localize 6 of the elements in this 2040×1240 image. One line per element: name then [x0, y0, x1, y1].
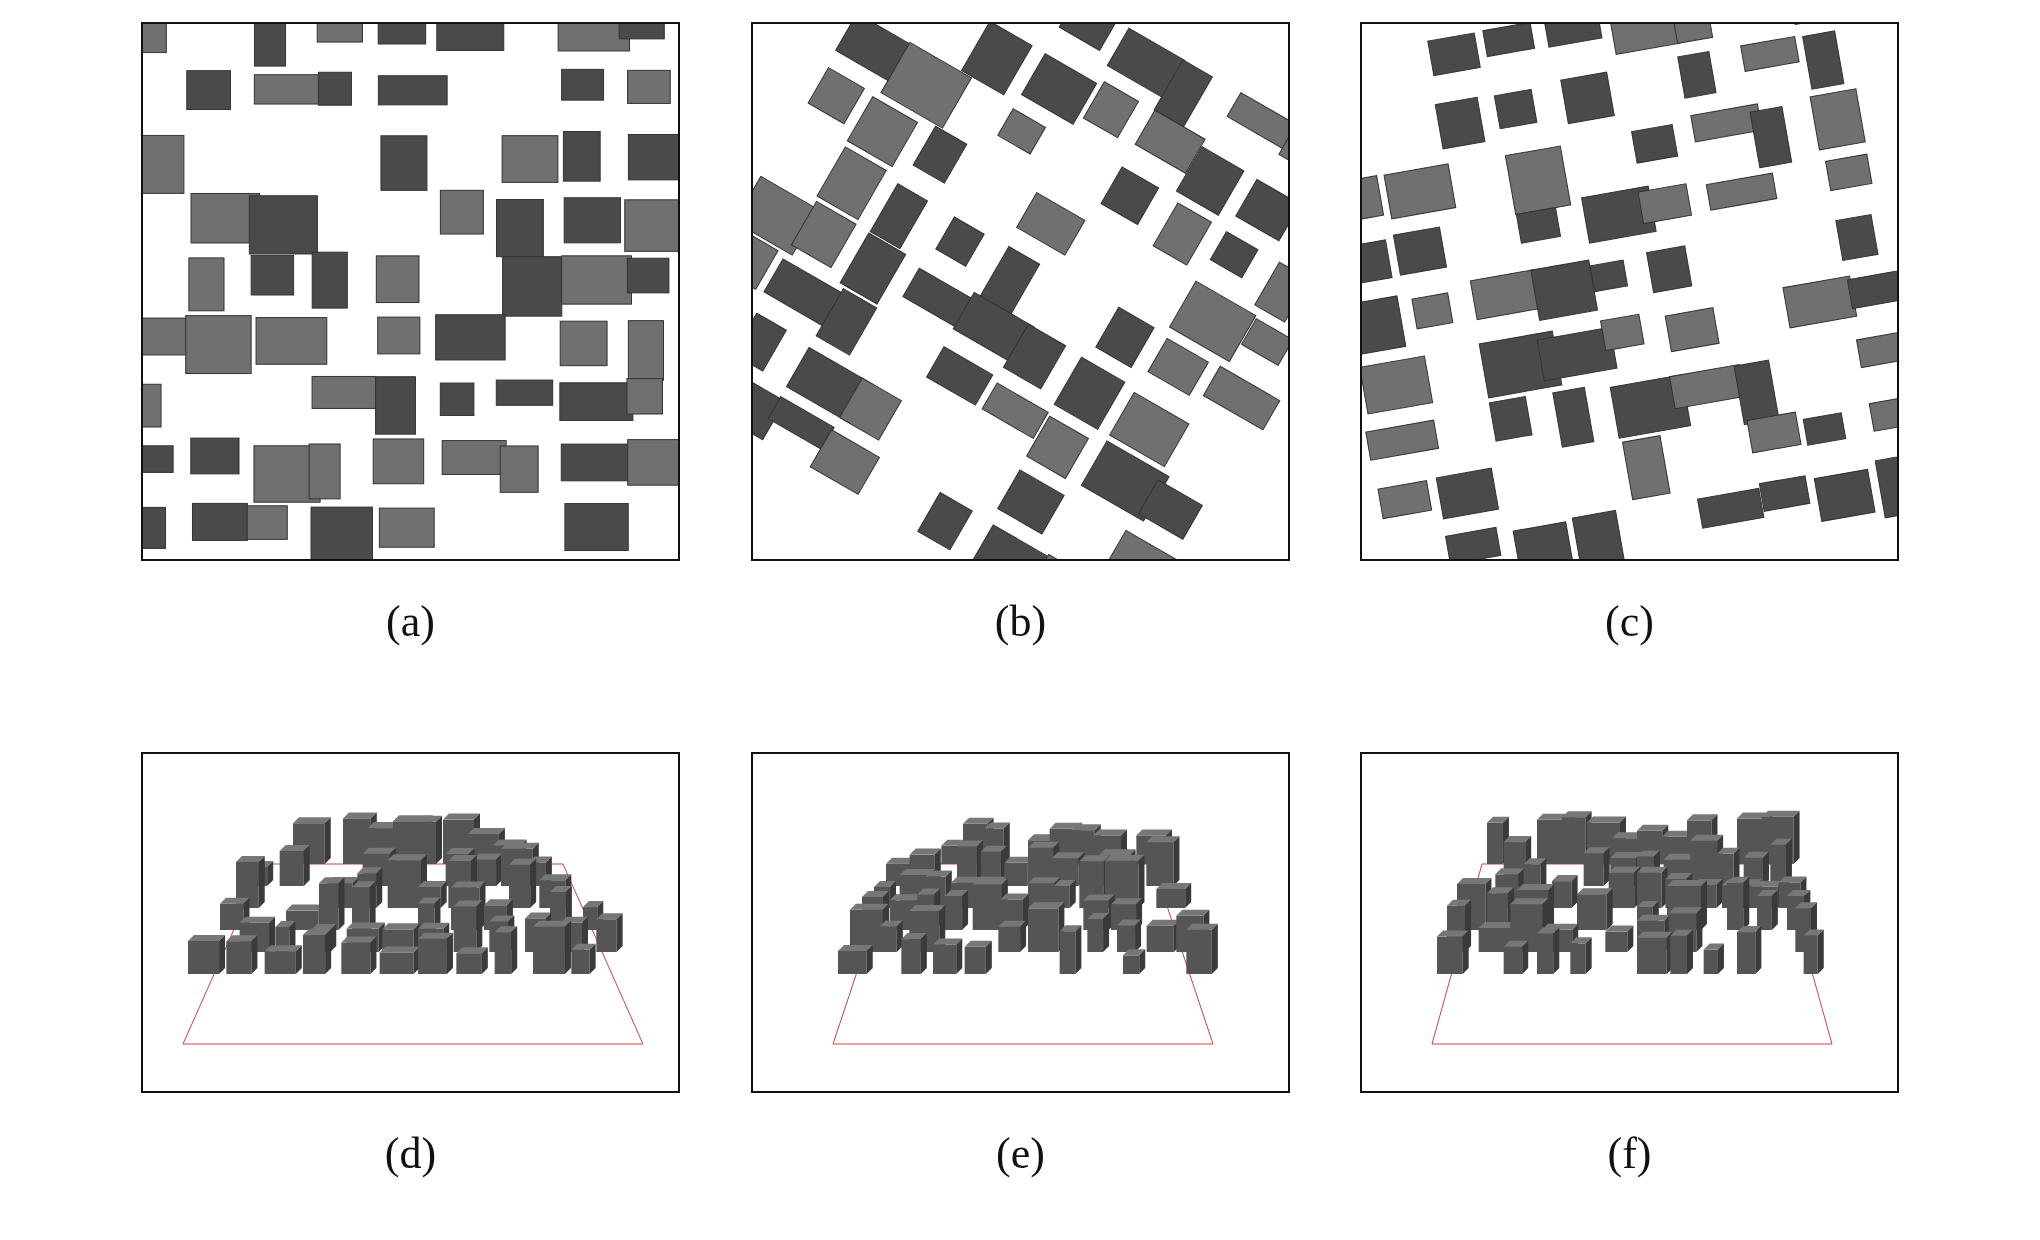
- panel-caption: (a): [386, 597, 435, 646]
- panel-caption: (e): [996, 1129, 1045, 1178]
- panel-caption: (f): [1607, 1129, 1652, 1178]
- panel-caption: (d): [384, 1129, 437, 1178]
- panel-caption: (b): [994, 597, 1047, 646]
- panel-caption: (c): [1605, 597, 1654, 646]
